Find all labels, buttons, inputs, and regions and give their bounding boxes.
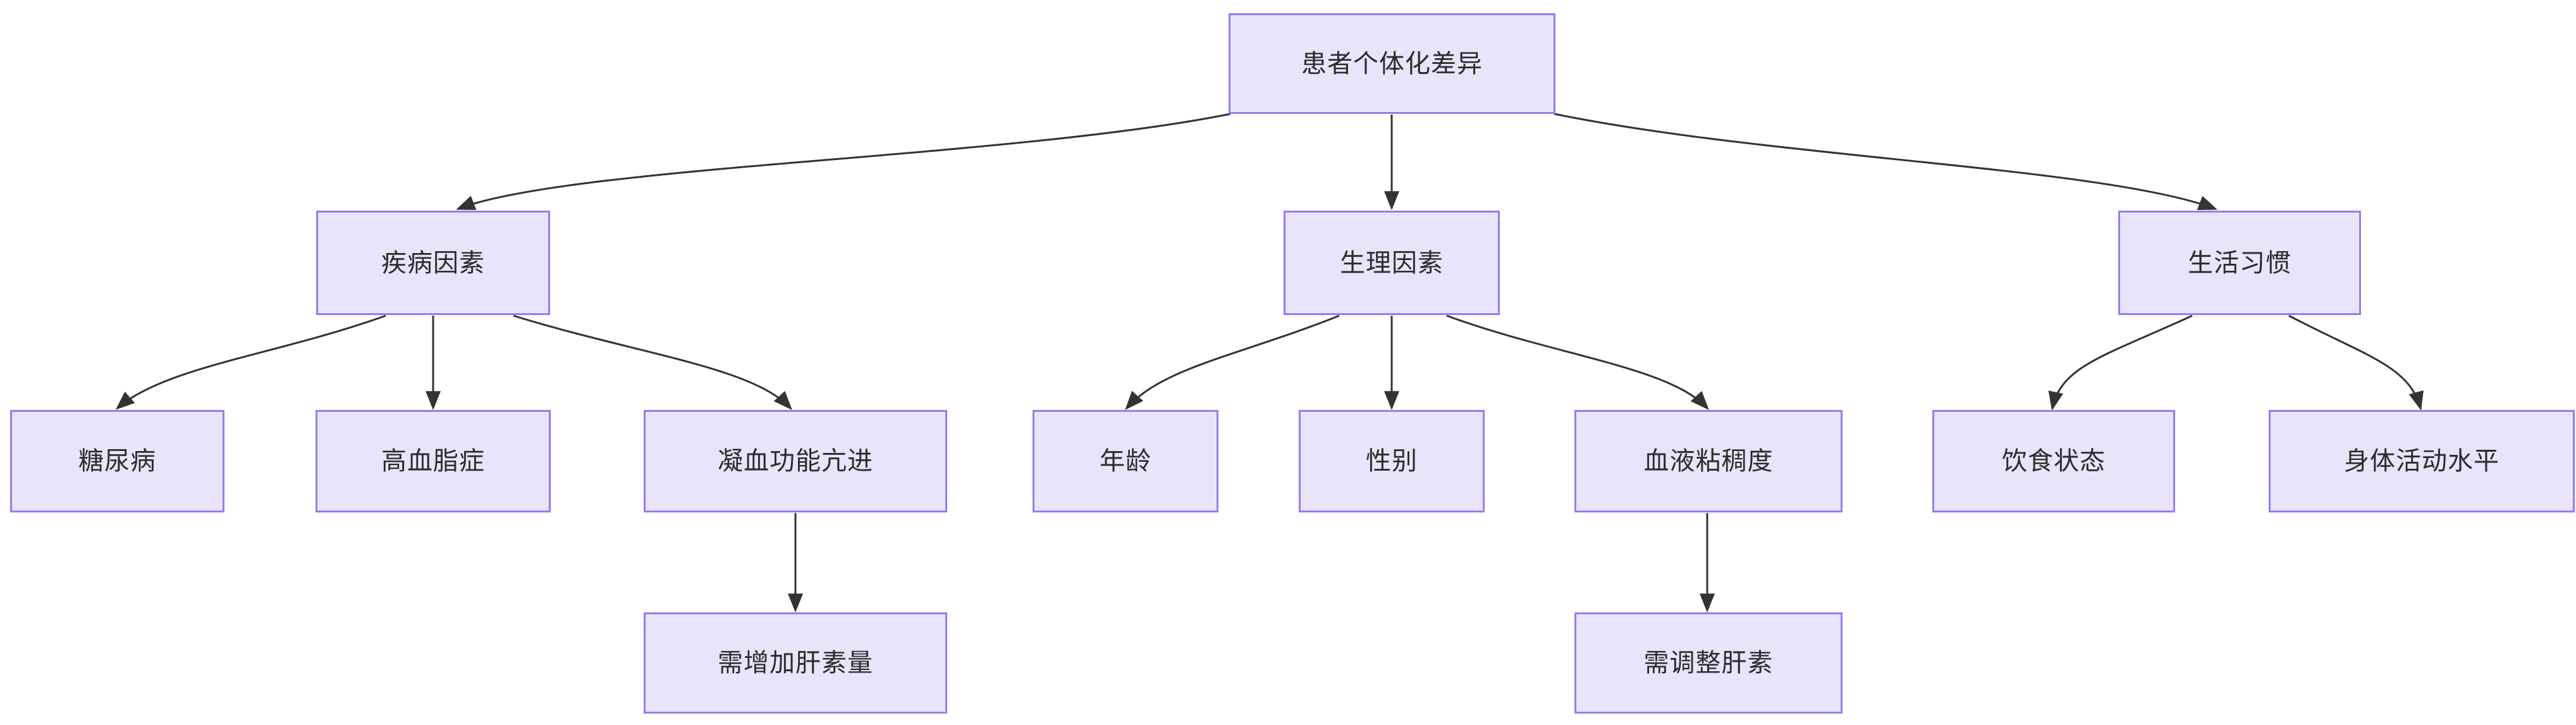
node-age[interactable]: 年龄	[1033, 410, 1218, 512]
node-viscosity[interactable]: 血液粘稠度	[1574, 410, 1843, 512]
node-lifestyle[interactable]: 生活习惯	[2118, 211, 2361, 315]
node-label-lifestyle: 生活习惯	[2188, 249, 2291, 277]
node-physio[interactable]: 生理因素	[1284, 211, 1500, 315]
node-gender[interactable]: 性别	[1299, 410, 1485, 512]
node-diabetes[interactable]: 糖尿病	[10, 410, 224, 512]
node-label-coagulate: 凝血功能亢进	[718, 447, 873, 475]
edge-root-to-lifestyle	[1554, 113, 2217, 211]
node-diet[interactable]: 饮食状态	[1932, 410, 2175, 512]
node-label-age: 年龄	[1100, 447, 1151, 475]
node-label-diabetes: 糖尿病	[78, 447, 156, 475]
node-label-adjust_hep: 需调整肝素	[1643, 649, 1774, 677]
node-label-physio: 生理因素	[1340, 249, 1444, 277]
edge-disease-to-coagulate	[513, 314, 792, 411]
node-label-diet: 饮食状态	[2002, 447, 2106, 475]
edge-physio-to-viscosity	[1446, 314, 1709, 411]
node-label-hyperlipid: 高血脂症	[381, 447, 485, 475]
node-activity[interactable]: 身体活动水平	[2269, 410, 2575, 512]
edge-lifestyle-to-diet	[2048, 314, 2193, 411]
node-label-disease: 疾病因素	[381, 249, 485, 277]
edge-lifestyle-to-activity	[2288, 314, 2424, 411]
node-label-activity: 身体活动水平	[2344, 447, 2499, 475]
node-label-root: 患者个体化差异	[1301, 49, 1483, 78]
node-label-more_hep: 需增加肝素量	[718, 649, 873, 677]
node-more_hep[interactable]: 需增加肝素量	[644, 612, 947, 714]
node-coagulate[interactable]: 凝血功能亢进	[644, 410, 947, 512]
node-label-gender: 性别	[1366, 447, 1418, 475]
node-hyperlipid[interactable]: 高血脂症	[316, 410, 551, 512]
node-adjust_hep[interactable]: 需调整肝素	[1574, 612, 1843, 714]
edge-physio-to-age	[1125, 314, 1340, 411]
node-label-viscosity: 血液粘稠度	[1643, 447, 1774, 475]
edge-disease-to-diabetes	[115, 314, 386, 410]
node-root[interactable]: 患者个体化差异	[1229, 13, 1555, 114]
edge-root-to-disease	[456, 113, 1231, 210]
node-disease[interactable]: 疾病因素	[316, 211, 550, 315]
edges-group	[115, 113, 2424, 613]
